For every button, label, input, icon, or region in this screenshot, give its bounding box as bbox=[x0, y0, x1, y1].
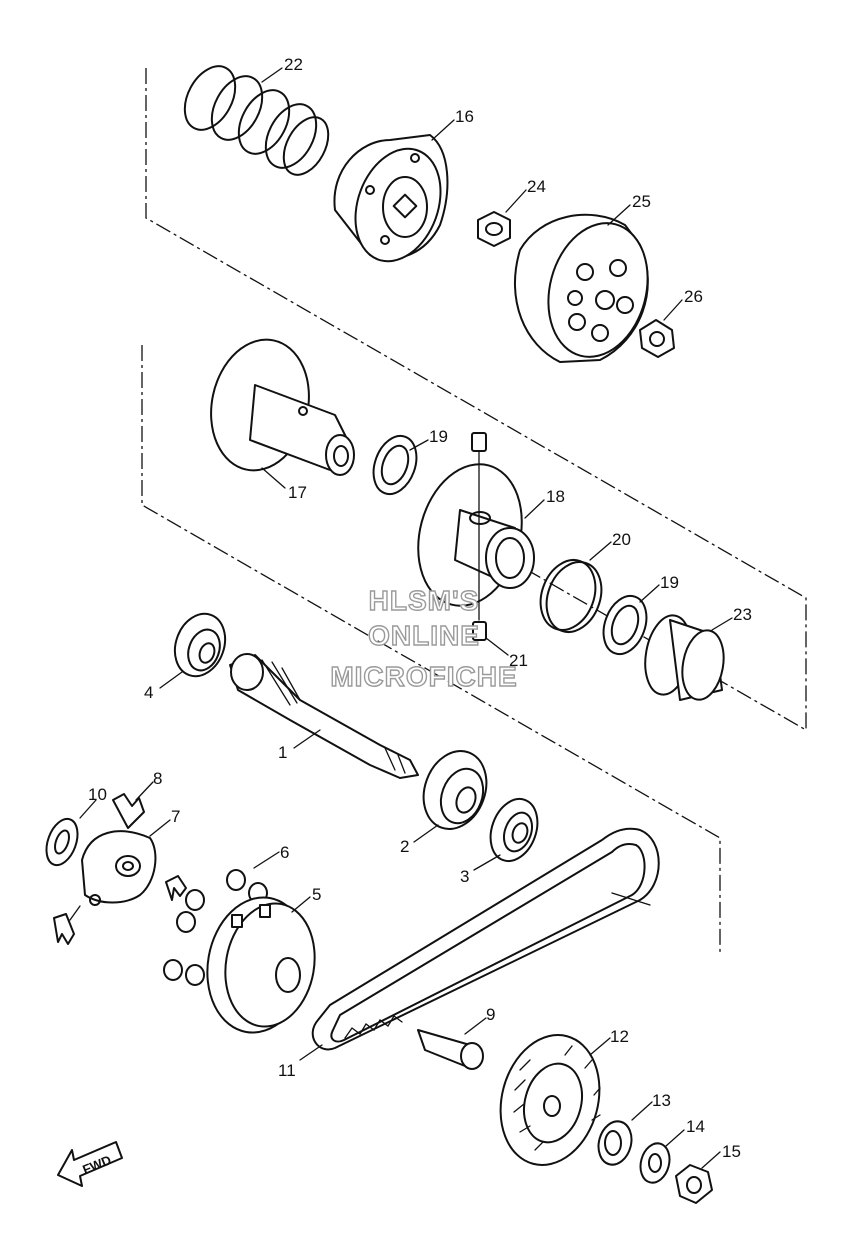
callout-12: 12 bbox=[610, 1027, 629, 1046]
part-14-washer bbox=[639, 1142, 671, 1184]
part-20-o-ring bbox=[539, 559, 603, 633]
part-16-clutch-carrier bbox=[333, 134, 449, 263]
callout-4: 4 bbox=[144, 683, 153, 702]
callout-26: 26 bbox=[684, 287, 703, 306]
part-17-sliding-sheave bbox=[210, 338, 355, 476]
callout-19-upper: 19 bbox=[429, 427, 448, 446]
callout-20: 20 bbox=[612, 530, 631, 549]
part-9-collar bbox=[417, 1029, 484, 1070]
callout-19-lower: 19 bbox=[660, 573, 679, 592]
part-10-washer bbox=[45, 817, 79, 867]
part-12-fixed-sheave bbox=[499, 1034, 601, 1166]
part-25-clutch-housing bbox=[514, 213, 649, 363]
part-18-fixed-sheave bbox=[417, 432, 535, 621]
part-11-v-belt bbox=[311, 827, 660, 1051]
part-8-slider bbox=[112, 793, 145, 829]
callout-21: 21 bbox=[509, 651, 528, 670]
callout-22: 22 bbox=[284, 55, 303, 74]
callout-23: 23 bbox=[733, 605, 752, 624]
watermark-line-3: MICROFICHE bbox=[330, 661, 517, 692]
part-7-cam bbox=[69, 830, 157, 921]
callout-5: 5 bbox=[312, 885, 321, 904]
part-1-shaft bbox=[229, 653, 419, 779]
part-19-oil-seal-lower bbox=[602, 594, 648, 656]
callout-11: 11 bbox=[278, 1061, 296, 1080]
part-3-oil-seal bbox=[489, 798, 539, 862]
part-24-nut bbox=[477, 211, 511, 247]
watermark-line-1: HLSM'S bbox=[369, 585, 480, 616]
part-19-oil-seal-upper bbox=[372, 434, 418, 496]
callout-1: 1 bbox=[278, 743, 287, 762]
forward-direction-arrow-icon: FWD bbox=[57, 1141, 123, 1187]
watermark: HLSM'S ONLINE MICROFICHE bbox=[330, 584, 518, 692]
callout-7: 7 bbox=[171, 807, 180, 826]
callout-17: 17 bbox=[288, 483, 307, 502]
callout-10: 10 bbox=[88, 785, 107, 804]
callout-6: 6 bbox=[280, 843, 289, 862]
callout-16: 16 bbox=[455, 107, 474, 126]
callout-14: 14 bbox=[686, 1117, 705, 1136]
watermark-line-2: ONLINE bbox=[368, 620, 480, 651]
callout-2: 2 bbox=[400, 837, 409, 856]
callout-13: 13 bbox=[652, 1091, 671, 1110]
assembly-frame-lower bbox=[141, 345, 721, 952]
callout-8: 8 bbox=[153, 769, 162, 788]
part-13-one-way-washer bbox=[597, 1120, 633, 1166]
callout-numbers: 22 16 24 25 26 17 19 18 20 19 23 21 4 1 … bbox=[88, 55, 752, 1161]
leader-lines bbox=[79, 67, 733, 1169]
part-2-bearing bbox=[422, 750, 488, 830]
part-23-collar bbox=[644, 614, 725, 701]
callout-25: 25 bbox=[632, 192, 651, 211]
callout-15: 15 bbox=[722, 1142, 741, 1161]
callout-18: 18 bbox=[546, 487, 565, 506]
part-5-primary-sheave bbox=[206, 896, 316, 1034]
part-22-spring bbox=[183, 65, 330, 176]
part-8-slider-extra bbox=[53, 875, 187, 945]
callout-24: 24 bbox=[527, 177, 546, 196]
part-4-bearing bbox=[173, 612, 227, 678]
part-15-nut bbox=[675, 1164, 713, 1204]
part-21-pin bbox=[472, 621, 487, 641]
callout-9: 9 bbox=[486, 1005, 495, 1024]
part-26-nut bbox=[639, 319, 675, 358]
callout-3: 3 bbox=[460, 867, 469, 886]
